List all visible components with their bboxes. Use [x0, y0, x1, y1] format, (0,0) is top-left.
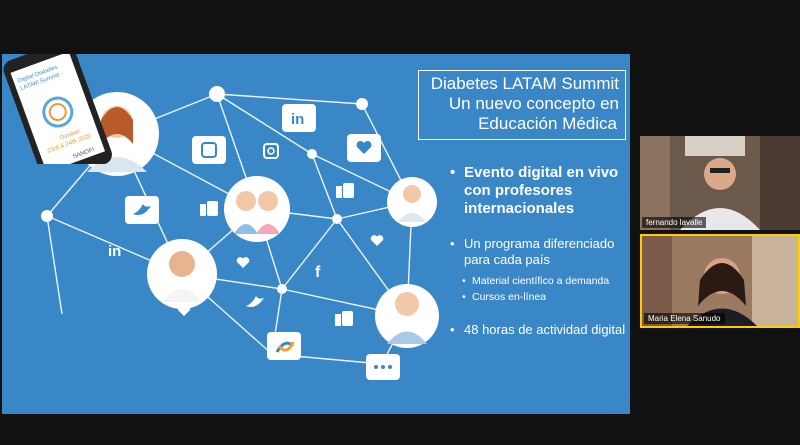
linkedin-bubble-icon	[282, 104, 316, 132]
active-speaker-video-tile[interactable]: Maria Elena Sanudo	[640, 234, 800, 328]
bullet-main: Evento digital en vivo con profesores in…	[450, 164, 628, 218]
slide-title-box: Diabetes LATAM Summit Un nuevo concepto …	[418, 70, 626, 140]
slide-bullets: Evento digital en vivo con profesores in…	[450, 164, 628, 344]
heart-icon-2	[370, 235, 384, 246]
like-icon-3	[335, 311, 353, 326]
twitter-icon	[246, 296, 264, 307]
chat-bubble-icon	[366, 354, 400, 380]
bullet-program: Un programa diferenciado para cada país	[450, 236, 628, 268]
heart-icon-3	[177, 305, 191, 316]
participant-video-tile[interactable]: fernando lavalle	[640, 136, 800, 230]
doctor-avatar-2	[387, 177, 437, 227]
twitter-bubble-icon	[125, 196, 159, 224]
sub-bullet-cursos: Cursos en-línea	[450, 290, 628, 304]
presentation-slide: in in f Digital Diabetes LATAM Summit Oc…	[2, 54, 630, 414]
linkedin-bubble-label: in	[291, 111, 304, 128]
bullet-hours: 48 horas de actividad digital	[450, 322, 628, 338]
doctor-avatar-3	[375, 284, 439, 348]
sanofi-logo-bubble-icon	[267, 332, 301, 360]
facebook-icon: f	[315, 264, 321, 281]
heart-bubble-icon	[347, 134, 381, 162]
linkedin-icon: in	[108, 243, 121, 260]
phone-illustration: Digital Diabetes LATAM Summit October 23…	[3, 54, 112, 164]
participant-name: Maria Elena Sanudo	[644, 313, 725, 324]
like-icon	[200, 201, 218, 216]
participant-video-feed	[640, 136, 800, 230]
like-icon-2	[336, 183, 354, 198]
sub-bullet-material: Material científico a demanda	[450, 274, 628, 288]
couple-avatar	[224, 176, 290, 242]
heart-icon	[236, 257, 250, 268]
instagram-bubble-icon	[192, 136, 226, 164]
participant-name: fernando lavalle	[642, 217, 707, 228]
man-avatar	[147, 239, 217, 309]
slide-title: Diabetes LATAM Summit	[430, 74, 619, 93]
instagram-icon	[263, 143, 279, 159]
slide-subtitle-line1: Un nuevo concepto en	[448, 94, 619, 113]
slide-subtitle-line2: Educación Médica	[478, 114, 617, 133]
active-speaker-video-feed	[642, 236, 798, 326]
